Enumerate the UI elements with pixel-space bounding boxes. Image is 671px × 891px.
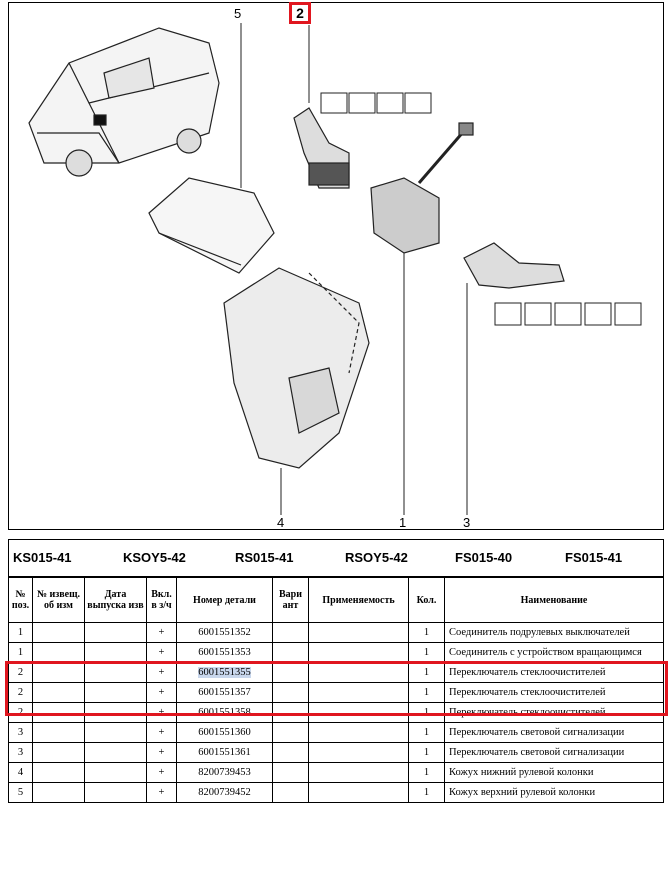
cell-part-number[interactable]: 6001551352 [176,622,273,643]
table-row[interactable]: 2 + 6001551357 1 Переключатель стеклоочи… [8,682,664,703]
header-date: Дата выпуска изв [84,577,147,623]
cell-part-number[interactable]: 6001551357 [176,682,273,703]
header-incl: Вкл. в з/ч [146,577,177,623]
variant-label: KSOY5-42 [123,550,186,565]
light-switch-part [463,242,565,289]
callout-3: 3 [463,515,471,530]
cell-incl: + [146,722,177,743]
cell-name: Переключатель стеклоочистителей [444,702,664,723]
cell-incl: + [146,662,177,683]
cell-pos: 5 [8,782,33,803]
table-row[interactable]: 1 + 6001551352 1 Соединитель подрулевых … [8,622,664,643]
cell-incl: + [146,682,177,703]
parts-diagram: 5 1 3 4 [8,2,664,530]
car-illustration [28,27,220,177]
variant-header-bar: KS015-41 KSOY5-42 RS015-41 RSOY5-42 FS01… [8,539,664,577]
cell-pos: 2 [8,682,33,703]
cell-name: Соединитель подрулевых выключателей [444,622,664,643]
cell-pos: 3 [8,742,33,763]
cell-name: Кожух нижний рулевой колонки [444,762,664,783]
cell-qty: 1 [408,742,445,763]
upper-cover-part [148,177,275,274]
table-row[interactable]: 3 + 6001551361 1 Переключатель световой … [8,742,664,763]
rotary-connector-part [370,122,474,254]
cell-pos: 1 [8,642,33,663]
cell-incl: + [146,642,177,663]
cell-part-number[interactable]: 6001551361 [176,742,273,763]
cell-name: Переключатель световой сигнализации [444,722,664,743]
cell-incl: + [146,702,177,723]
table-row[interactable]: 2 + 6001551355 1 Переключатель стеклоочи… [8,662,664,683]
header-applicability: Применяемость [308,577,409,623]
cell-part-number-selected[interactable]: 6001551355 [176,662,273,683]
cell-pos: 3 [8,722,33,743]
cell-incl: + [146,782,177,803]
parts-table: № поз. № извещ. об изм Дата выпуска изв … [8,577,664,803]
cell-qty: 1 [408,702,445,723]
cell-part-number[interactable]: 6001551360 [176,722,273,743]
cell-part-number[interactable]: 6001551353 [176,642,273,663]
cell-qty: 1 [408,662,445,683]
variant-label: FS015-41 [565,550,623,565]
header-name: Наименование [444,577,664,623]
cell-pos: 4 [8,762,33,783]
variant-label: RS015-41 [235,550,294,565]
wiper-mode-icons [320,92,432,114]
exploded-view-drawing [28,23,642,515]
cell-name: Переключатель световой сигнализации [444,742,664,763]
cell-pos: 2 [8,662,33,683]
wiper-switch-part [293,107,350,189]
cell-incl: + [146,762,177,783]
header-variant: Вари ант [272,577,309,623]
cell-pos: 2 [8,702,33,723]
table-row[interactable]: 3 + 6001551360 1 Переключатель световой … [8,722,664,743]
light-mode-icons [494,302,642,326]
table-row[interactable]: 2 + 6001551358 1 Переключатель стеклоочи… [8,702,664,723]
cell-qty: 1 [408,642,445,663]
callout-1: 1 [399,515,407,530]
callout-5: 5 [234,6,242,21]
table-row[interactable]: 1 + 6001551353 1 Соединитель с устройств… [8,642,664,663]
cell-incl: + [146,742,177,763]
variant-label: FS015-40 [455,550,513,565]
header-pos: № поз. [8,577,33,623]
cell-incl: + [146,622,177,643]
variant-label: RSOY5-42 [345,550,408,565]
header-part-number: Номер детали [176,577,273,623]
cell-name: Переключатель стеклоочистителей [444,682,664,703]
cell-qty: 1 [408,622,445,643]
callout-2-highlighted: 2 [289,2,311,24]
cell-part-number[interactable]: 8200739453 [176,762,273,783]
cell-name: Переключатель стеклоочистителей [444,662,664,683]
table-row[interactable]: 4 + 8200739453 1 Кожух нижний рулевой ко… [8,762,664,783]
cell-qty: 1 [408,762,445,783]
cell-part-number[interactable]: 6001551358 [176,702,273,723]
cell-qty: 1 [408,722,445,743]
cell-pos: 1 [8,622,33,643]
selected-part-number[interactable]: 6001551355 [198,667,251,678]
cell-name: Соединитель с устройством вращающимся [444,642,664,663]
cell-qty: 1 [408,782,445,803]
table-header-row: № поз. № извещ. об изм Дата выпуска изв … [8,577,664,623]
table-row[interactable]: 5 + 8200739452 1 Кожух верхний рулевой к… [8,782,664,803]
cell-name: Кожух верхний рулевой колонки [444,782,664,803]
callout-4: 4 [277,515,285,530]
cell-part-number[interactable]: 8200739452 [176,782,273,803]
header-qty: Кол. [408,577,445,623]
lower-cover-part [223,267,370,469]
header-notice: № извещ. об изм [32,577,85,623]
cell-qty: 1 [408,682,445,703]
variant-label: KS015-41 [13,550,72,565]
